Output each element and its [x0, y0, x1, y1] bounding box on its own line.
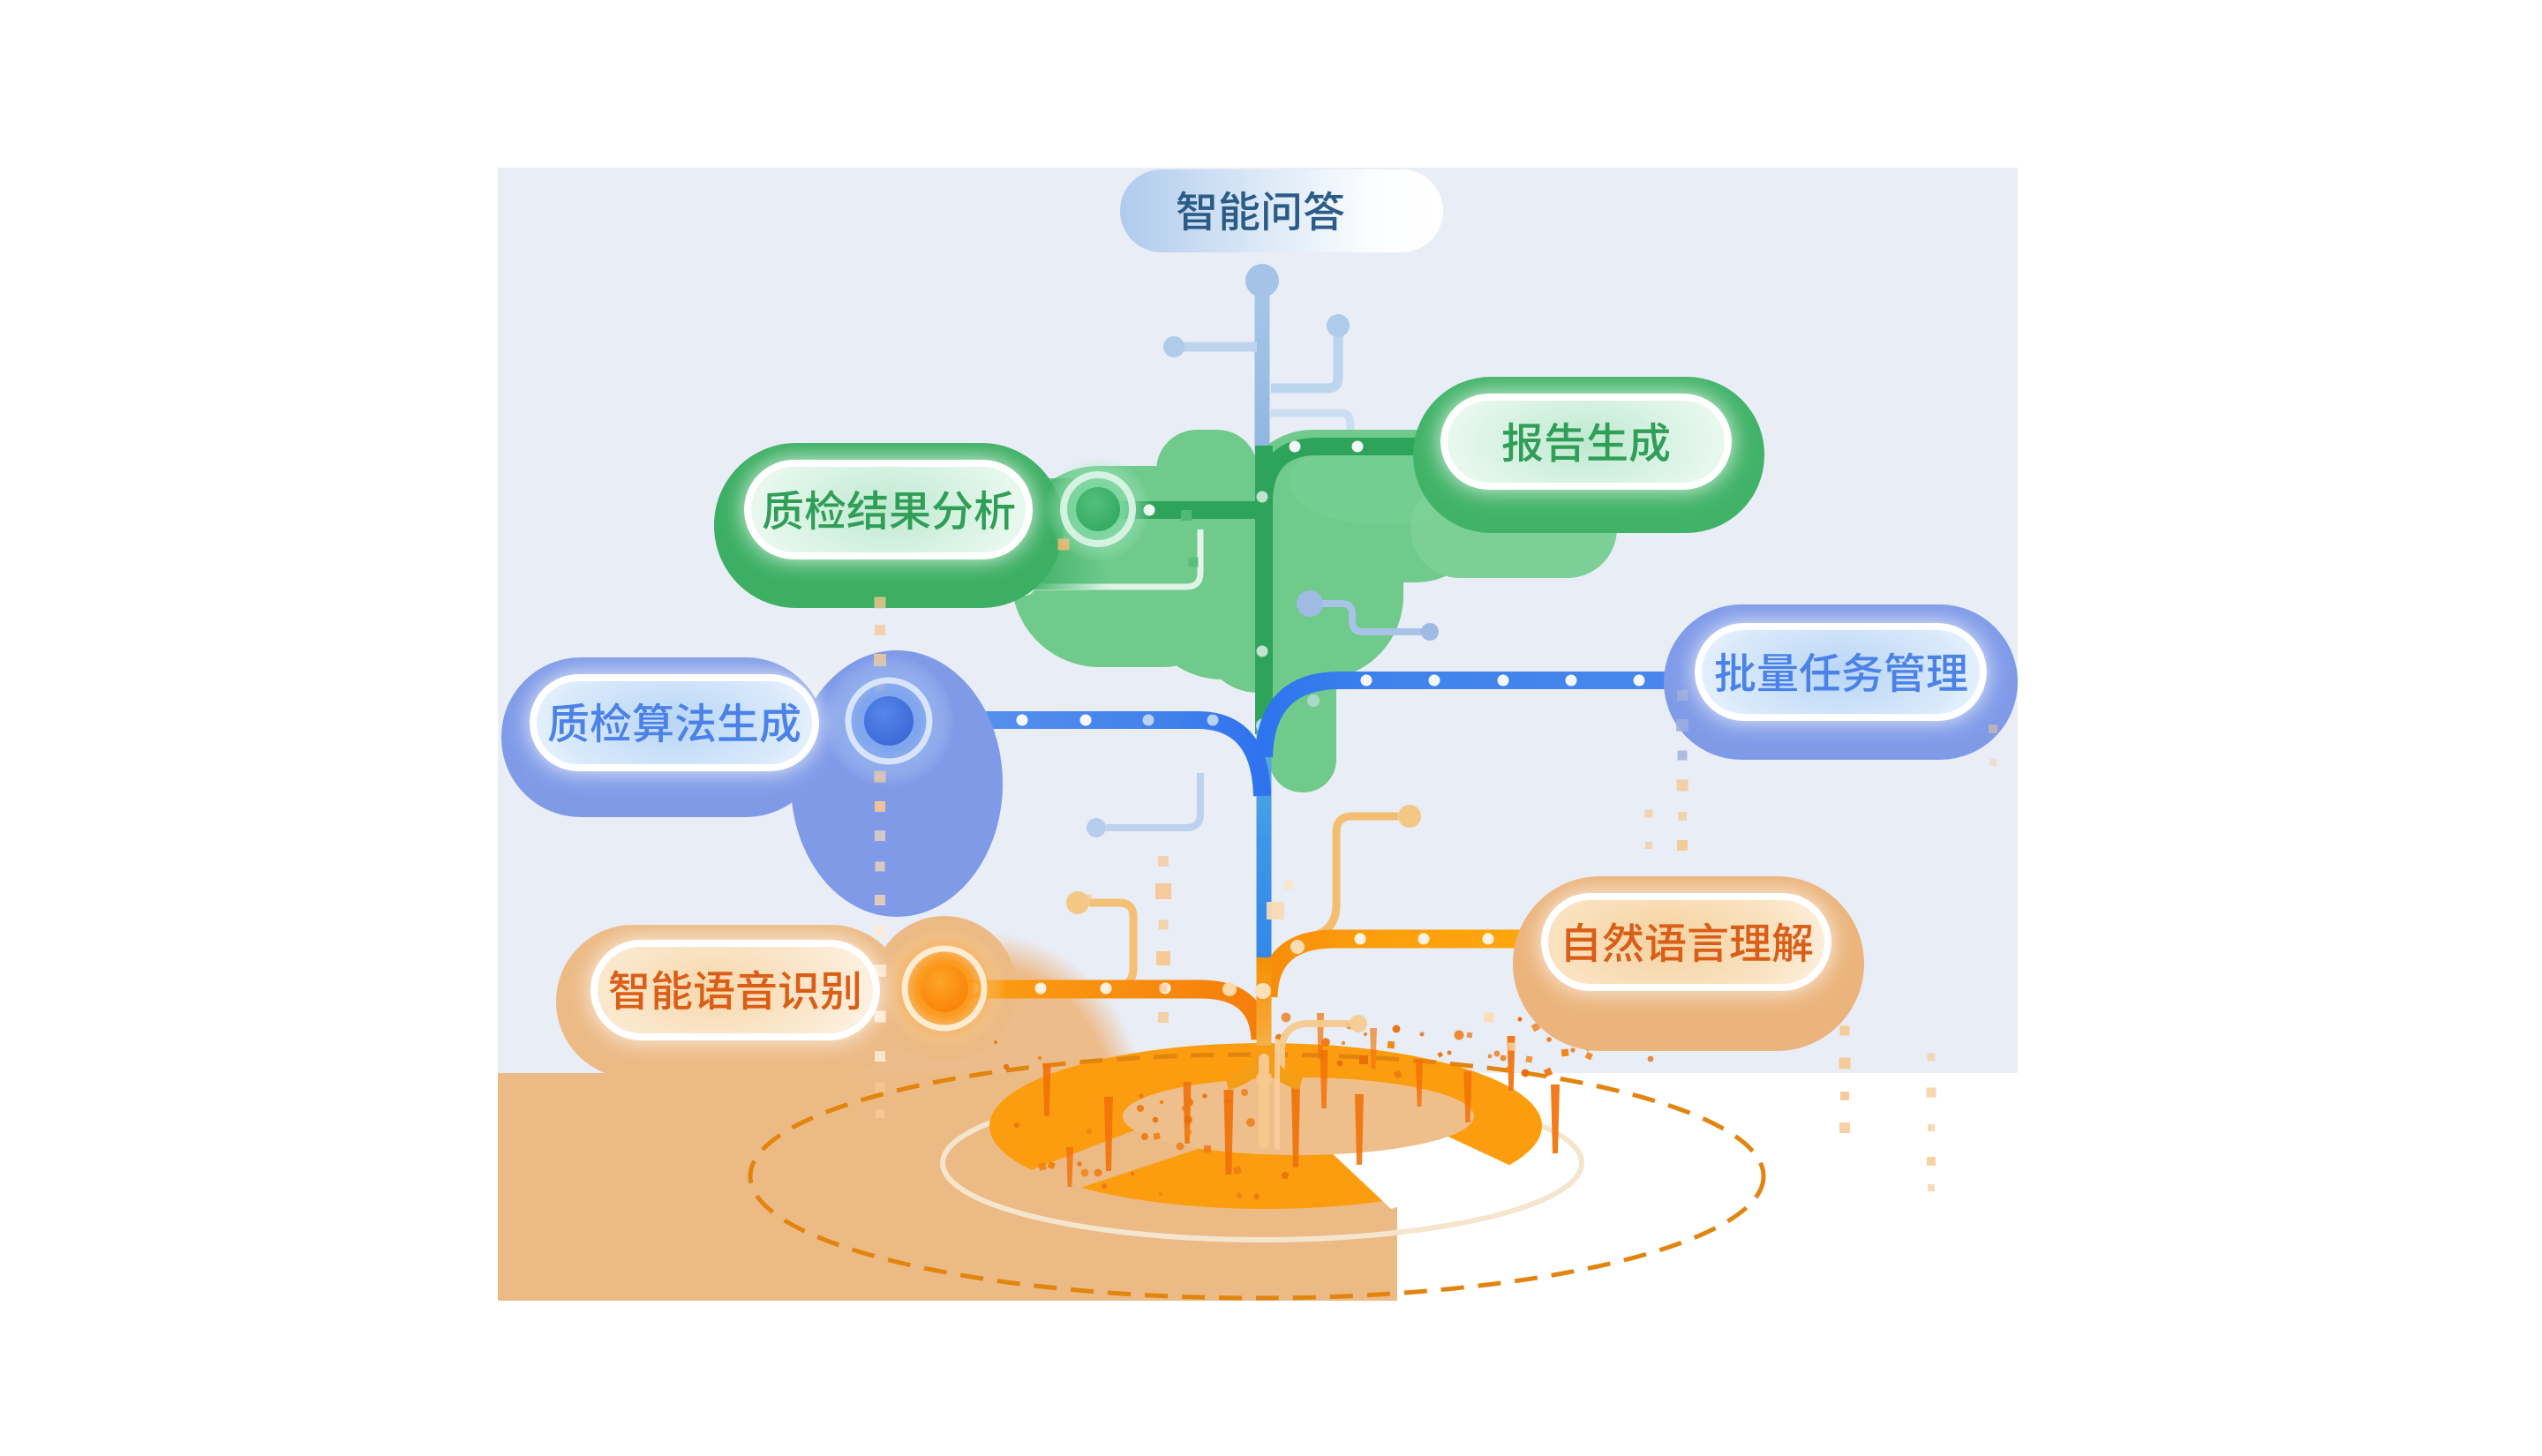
blue-branch-dots [951, 674, 1645, 726]
node-report-text [1501, 421, 1671, 463]
ground-bars [1042, 1013, 1560, 1187]
node-report[interactable]: 报告生成 [1440, 394, 1732, 490]
node-qa[interactable]: 智能问答 [1120, 169, 1443, 252]
node-targets [823, 456, 1151, 1050]
node-qc-result-text [762, 489, 1016, 531]
node-asr[interactable]: 智能语音识别 [590, 940, 880, 1040]
top-node-dot [1245, 264, 1279, 297]
node-asr-text [608, 969, 862, 1011]
node-nlu[interactable]: 自然语言理解 [1541, 893, 1831, 991]
node-nlu-text [1560, 921, 1814, 964]
circuit-elbows [1017, 529, 1439, 1069]
target-green [1045, 456, 1151, 562]
blue-branches [914, 672, 1695, 797]
dashed-orbit [748, 1052, 1766, 1301]
tree-top [1163, 264, 1355, 466]
target-blue [823, 655, 955, 787]
node-batch[interactable]: 批量任务管理 [1695, 623, 1987, 721]
node-algo[interactable]: 质检算法生成 [530, 674, 819, 771]
node-batch-text [1714, 651, 1968, 694]
target-orange [883, 927, 1006, 1050]
node-qc-result[interactable]: 质检结果分析 [744, 460, 1033, 559]
node-algo-text [547, 702, 801, 744]
node-qa-text [1176, 190, 1345, 232]
